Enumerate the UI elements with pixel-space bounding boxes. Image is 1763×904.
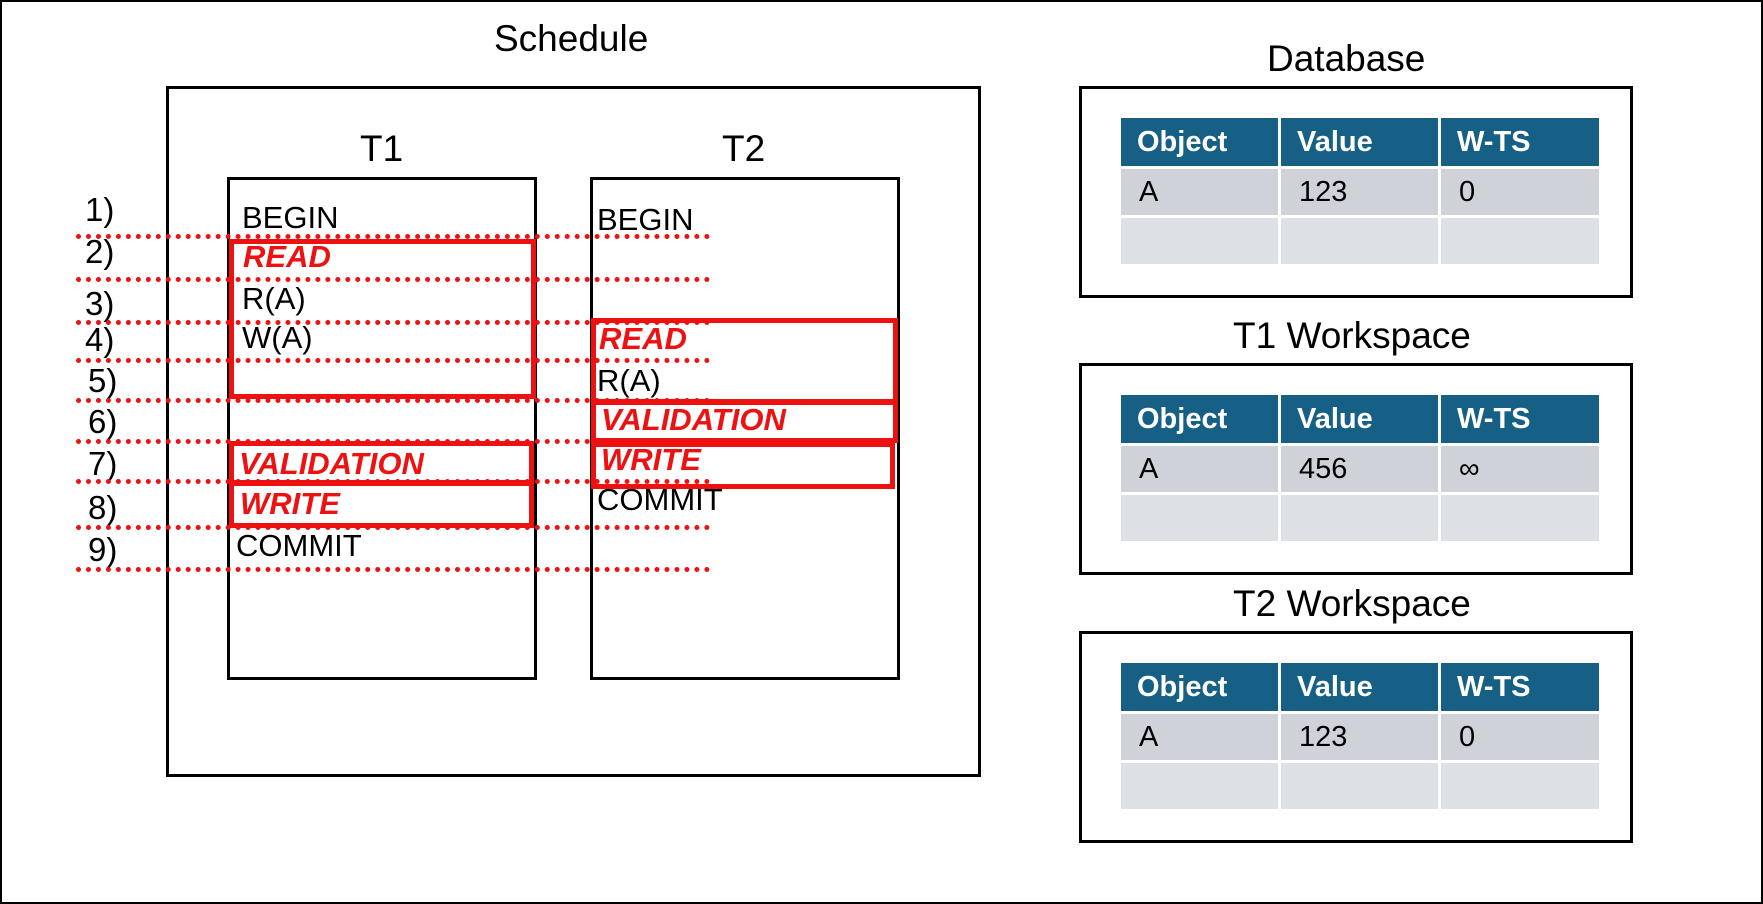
step-label: 9) [88,531,118,568]
empty-cell [1438,215,1602,267]
t2-validation-phase-label: VALIDATION [601,402,786,437]
t2-column-title: T2 [722,128,766,169]
column-header-value: Value [1278,392,1441,446]
t1-begin: BEGIN [242,200,339,235]
step-label: 8) [88,489,118,526]
empty-cell [1118,215,1281,267]
empty-cell [1278,760,1441,812]
t2-read-a: R(A) [597,363,661,398]
t2-write-phase-label: WRITE [601,442,701,477]
column-header-wts: W-TS [1438,392,1602,446]
cell-wts: 0 [1438,166,1602,218]
t1-write-a: W(A) [242,320,313,355]
table-header-row: Object Value W-TS [1118,115,1602,169]
empty-cell [1438,760,1602,812]
empty-cell [1118,760,1281,812]
t1-column-box [227,177,537,680]
t2-read-phase-label: READ [599,321,687,356]
step-divider [76,358,710,363]
step-divider [76,234,710,239]
cell-value: 456 [1278,443,1441,495]
cell-wts: ∞ [1438,443,1602,495]
t2-write-phase-box [591,442,895,489]
cell-value: 123 [1278,711,1441,763]
column-header-value: Value [1278,115,1441,169]
step-divider [76,439,710,444]
empty-cell [1278,215,1441,267]
empty-cell [1118,492,1281,544]
column-header-object: Object [1118,115,1281,169]
t2-validation-phase-box [591,400,898,443]
t2-column-box [590,177,900,680]
table-header-row: Object Value W-TS [1118,392,1602,446]
step-divider [76,398,710,403]
t1-read-phase-label: READ [243,239,331,274]
step-label: 1) [85,191,115,228]
table-row-empty [1118,760,1602,812]
t1-write-phase-box [229,481,534,528]
t1-validation-phase-label: VALIDATION [239,446,424,481]
column-header-wts: W-TS [1438,115,1602,169]
column-header-object: Object [1118,660,1281,714]
table-header-row: Object Value W-TS [1118,660,1602,714]
table-row-empty [1118,215,1602,267]
t1-column-title: T1 [360,128,404,169]
t1-commit: COMMIT [236,528,362,563]
table-row: A 456 ∞ [1118,443,1602,495]
t1-workspace-title: T1 Workspace [1233,315,1471,356]
step-label: 3) [85,285,115,322]
table-row-empty [1118,492,1602,544]
t2-workspace-table: Object Value W-TS A 123 0 [1118,660,1602,812]
step-divider [76,277,710,282]
step-label: 7) [88,445,118,482]
database-title: Database [1267,38,1426,79]
t1-read-a: R(A) [242,281,306,316]
t2-workspace-title: T2 Workspace [1233,583,1471,624]
column-header-object: Object [1118,392,1281,446]
column-header-value: Value [1278,660,1441,714]
cell-object: A [1118,166,1281,218]
step-label: 5) [88,362,118,399]
step-label: 6) [88,403,118,440]
cell-object: A [1118,711,1281,763]
step-divider [76,320,710,325]
t1-read-phase-box [229,239,536,399]
step-divider [76,479,710,484]
t1-workspace-table: Object Value W-TS A 456 ∞ [1118,392,1602,544]
t2-begin: BEGIN [597,202,694,237]
empty-cell [1438,492,1602,544]
table-row: A 123 0 [1118,166,1602,218]
step-label: 2) [85,233,115,270]
step-divider [76,525,710,530]
cell-wts: 0 [1438,711,1602,763]
step-divider [76,567,710,572]
cell-value: 123 [1278,166,1441,218]
column-header-wts: W-TS [1438,660,1602,714]
t1-write-phase-label: WRITE [240,486,340,521]
step-label: 4) [85,321,115,358]
database-table: Object Value W-TS A 123 0 [1118,115,1602,267]
schedule-title: Schedule [494,18,649,59]
cell-object: A [1118,443,1281,495]
empty-cell [1278,492,1441,544]
table-row: A 123 0 [1118,711,1602,763]
